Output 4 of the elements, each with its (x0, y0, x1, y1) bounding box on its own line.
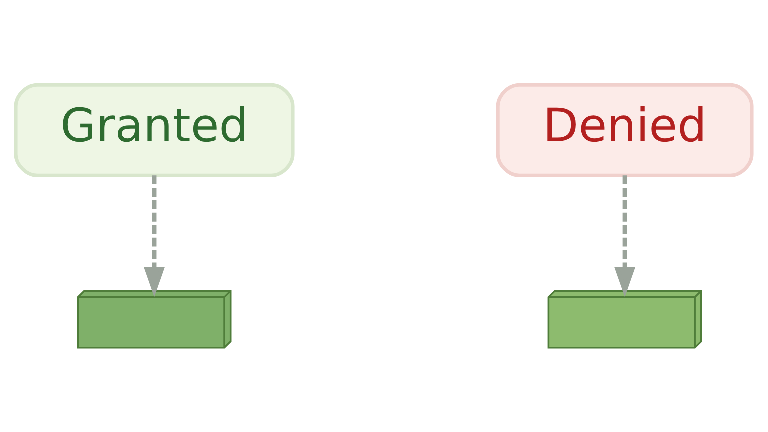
arrow (614, 175, 636, 297)
arrow (144, 175, 166, 297)
node-box: Granted (14, 82, 295, 177)
node-box: Denied (496, 82, 754, 177)
